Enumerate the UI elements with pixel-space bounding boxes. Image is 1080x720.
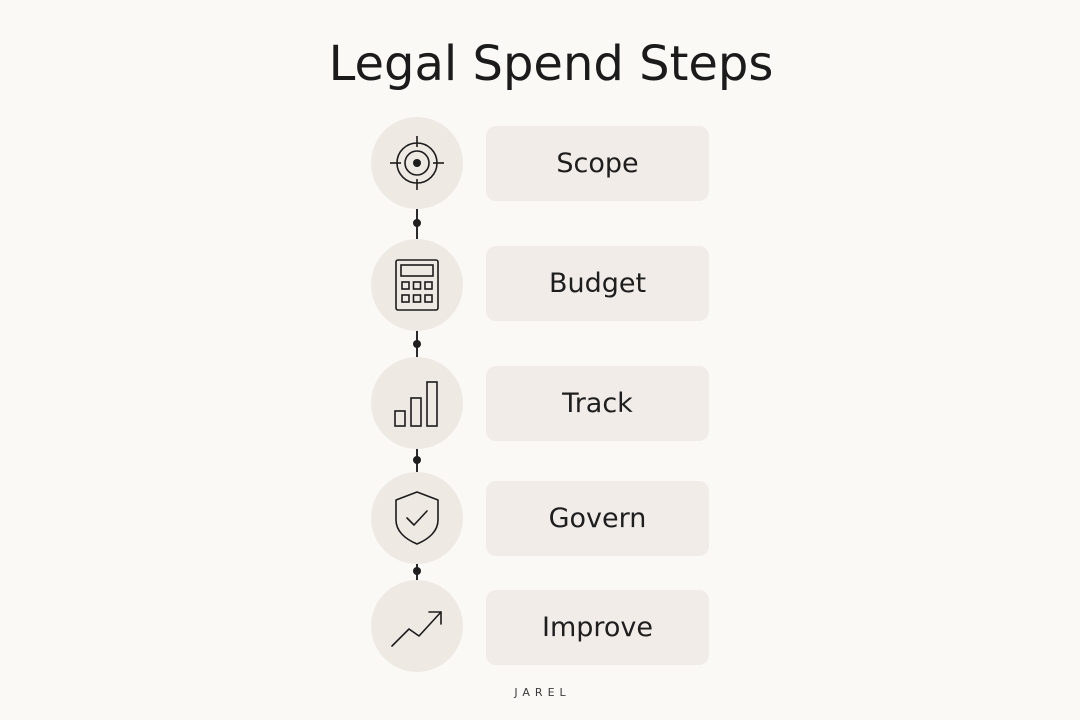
step-label-scope: Scope (556, 148, 639, 179)
target-icon (390, 136, 444, 190)
trend-up-icon (391, 611, 442, 647)
step-label-govern: Govern (548, 503, 647, 534)
step-card-scope: Scope (486, 126, 709, 201)
step-icon-track (371, 357, 463, 449)
step-icon-scope (371, 117, 463, 209)
shield-check-icon (395, 491, 439, 545)
step-icon-budget (371, 239, 463, 331)
step-card-improve: Improve (486, 590, 709, 665)
brand-wordmark: JAREL (514, 686, 571, 699)
connector-dot-4 (413, 567, 421, 575)
calculator-icon (395, 259, 439, 311)
step-label-budget: Budget (548, 268, 647, 299)
step-label-improve: Improve (541, 612, 654, 643)
step-card-budget: Budget (486, 246, 709, 321)
step-label-track: Track (562, 388, 633, 419)
page-title: Legal Spend Steps (328, 36, 774, 92)
connector-dot-1 (413, 219, 421, 227)
step-card-track: Track (486, 366, 709, 441)
step-card-govern: Govern (486, 481, 709, 556)
step-icon-govern (371, 472, 463, 564)
bar-chart-icon (394, 381, 438, 427)
step-icon-improve (371, 580, 463, 672)
connector-dot-3 (413, 456, 421, 464)
connector-dot-2 (413, 340, 421, 348)
